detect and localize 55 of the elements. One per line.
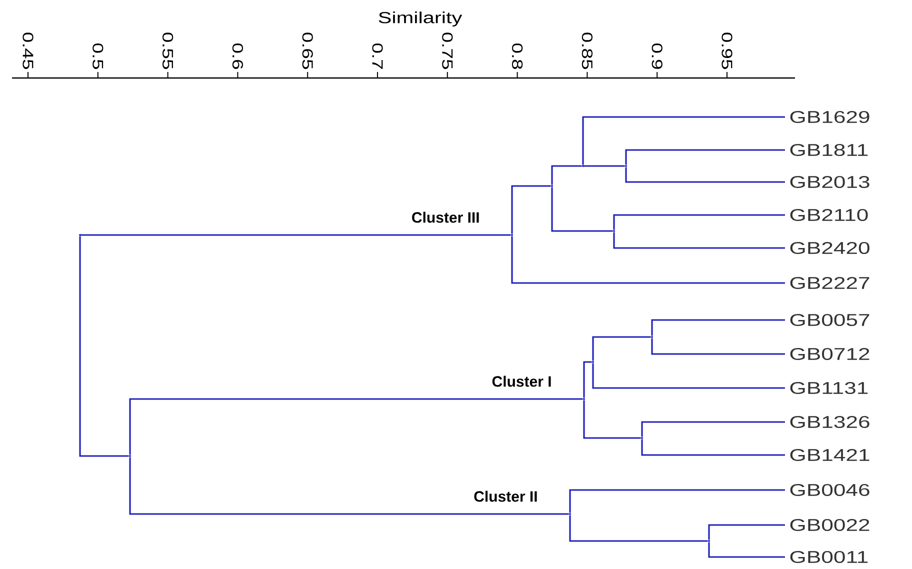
leaf-label: GB0046 [790,484,870,496]
tree-branch [625,149,785,165]
tree-branch [551,187,613,232]
tick-label: 0.5 [92,43,104,69]
tree-branch [569,515,708,542]
leaf-label: GB2110 [790,208,868,222]
tree-branch [651,319,785,336]
tick-label: 0.9 [652,43,662,69]
tree-branch [625,167,785,183]
tree-branch [613,232,785,249]
axis-title: Similarity [378,12,462,26]
tree-branch [583,165,625,167]
leaf-label: GB0057 [790,314,870,326]
tick-label: 0.55 [162,32,174,69]
leaf-label: GB2420 [790,242,870,254]
tick-label: 0.85 [582,32,593,69]
tree-branch [80,234,511,236]
tree-branch [651,338,785,355]
leaf-label: GB0011 [790,550,868,564]
tree-branch [79,236,129,457]
tick-label: 0.45 [22,32,34,69]
tree-branch [511,236,785,284]
tree-branch [592,363,785,389]
tree-branch [708,524,785,540]
tick-label: 0.6 [232,43,244,69]
leaf-label: GB1421 [790,448,870,462]
tree-branch [551,165,582,185]
leaf-label: GB2013 [790,176,870,188]
tree-branch [613,214,785,230]
tick-label: 0.7 [372,43,383,69]
tick-label: 0.8 [512,43,523,69]
cluster-label: Cluster I [490,374,554,389]
tree-branch [583,400,641,439]
tree-branch [582,116,785,165]
leaf-label: GB1811 [790,144,868,156]
tick-label: 0.75 [442,32,453,69]
tree-branch [641,421,785,437]
leaf-label: GB0712 [790,348,870,360]
tree-branch [569,489,785,513]
tree-branch [511,185,551,234]
tree-branch [583,361,592,398]
tree-branch [129,457,569,515]
leaf-label: GB2227 [790,276,870,290]
tree-branch [592,336,651,361]
tree-branch [129,398,583,455]
tree-branch [708,542,785,558]
leaf-label: GB1131 [790,382,868,394]
leaf-label: GB1326 [790,416,870,428]
cluster-label: Cluster II [472,488,540,504]
cluster-label: Cluster III [409,210,482,225]
tick-label: 0.95 [722,32,732,69]
tree-branch [641,439,785,456]
leaf-label: GB1629 [790,110,870,124]
tick-label: 0.65 [302,32,313,69]
leaf-label: GB0022 [790,518,870,532]
